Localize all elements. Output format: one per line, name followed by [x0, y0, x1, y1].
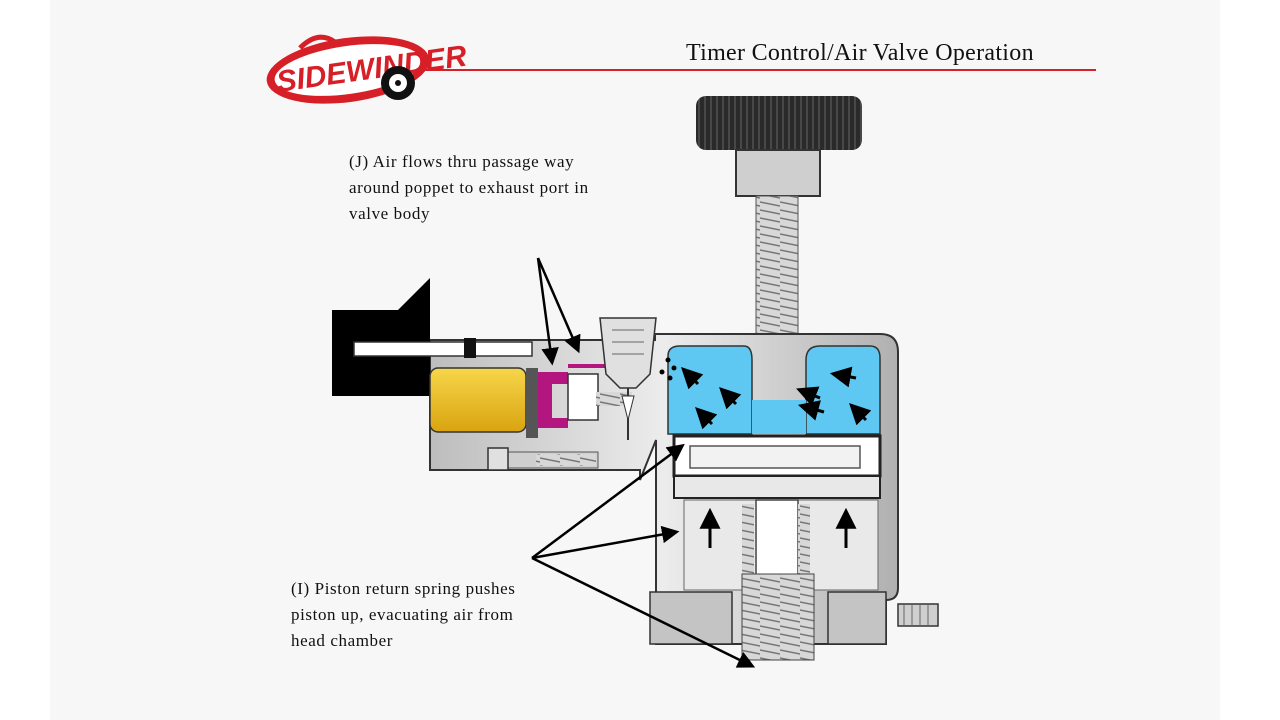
title-underline [420, 69, 1096, 71]
sidewinder-logo: SIDEWINDER [266, 34, 469, 104]
piston [672, 434, 882, 499]
page-title: Timer Control/Air Valve Operation [686, 40, 1034, 66]
exhaust-poppet [599, 317, 657, 440]
annotation-j: (J) Air flows thru passage way around po… [349, 152, 589, 223]
solenoid-assembly [332, 278, 632, 471]
callout-leaders [531, 257, 756, 668]
air-flow-dots [659, 357, 677, 381]
return-spring [649, 499, 887, 661]
annotation-i: (I) Piston return spring pushes piston u… [291, 579, 516, 650]
flow-arrows [681, 366, 872, 548]
